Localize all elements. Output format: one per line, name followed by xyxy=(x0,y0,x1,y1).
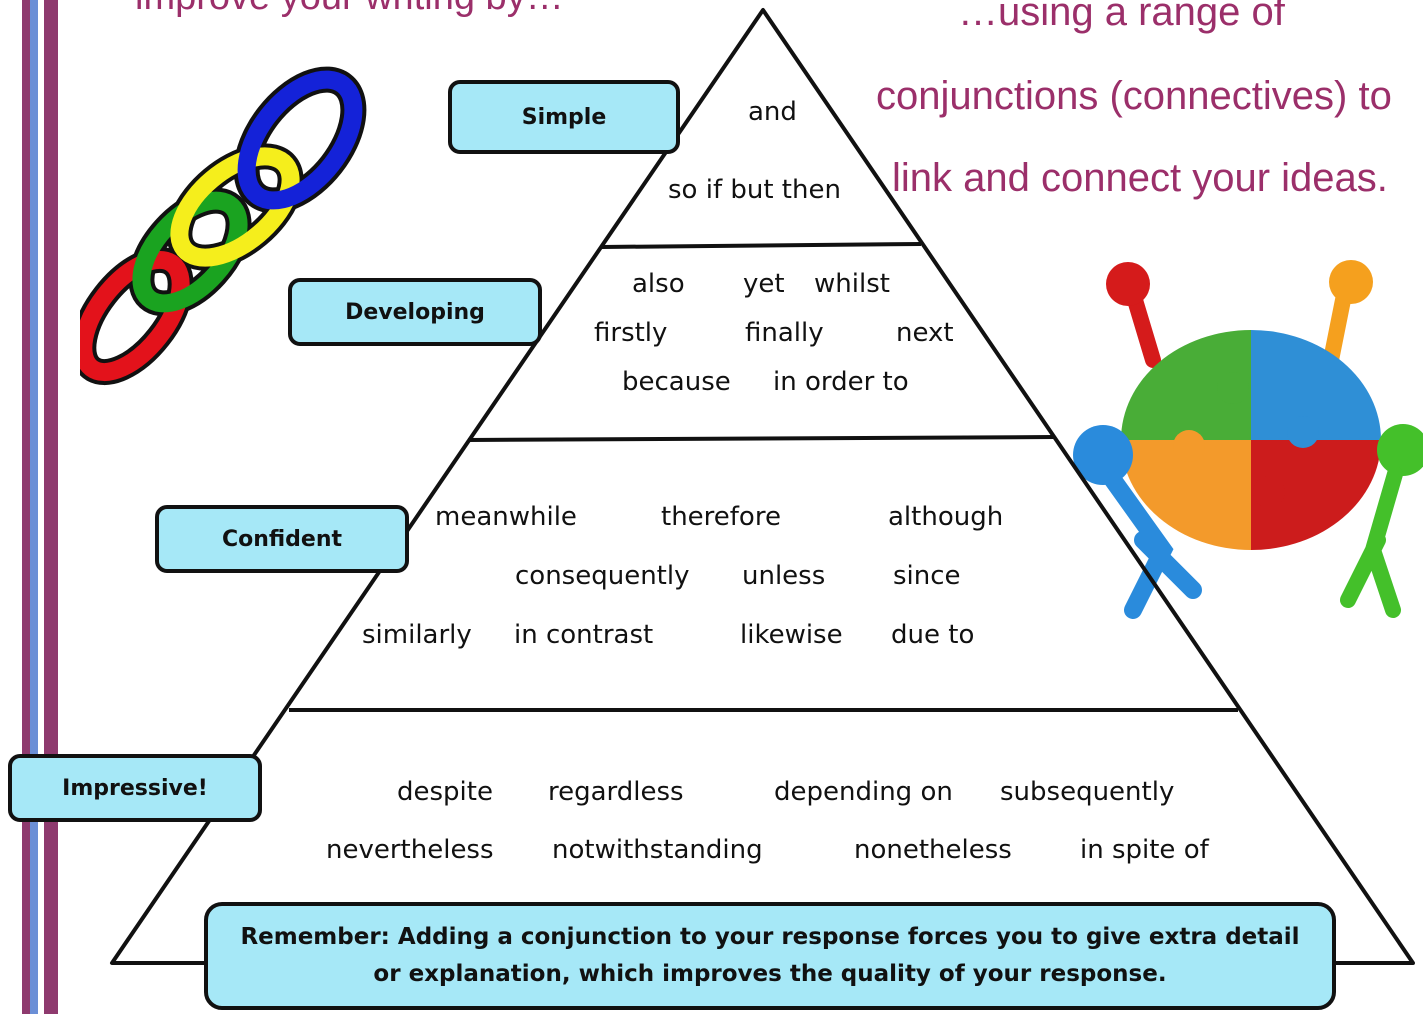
word-whilst: whilst xyxy=(814,269,890,299)
left-border-stripe-white xyxy=(38,0,44,1014)
word-also: also xyxy=(632,269,685,299)
word-notwithstanding: notwithstanding xyxy=(552,835,763,865)
pyramid-divider-2 xyxy=(467,435,1055,442)
remember-line-2: or explanation, which improves the quali… xyxy=(373,961,1167,987)
level-label-developing: Developing xyxy=(288,278,542,346)
word-depending-on: depending on xyxy=(774,777,953,807)
puzzle-people-icon xyxy=(1073,260,1423,619)
chain-links-icon xyxy=(80,66,367,386)
left-border-stripe-purple-1 xyxy=(22,0,30,1014)
word-although: although xyxy=(888,502,1004,532)
pyramid-divider-1 xyxy=(601,242,922,249)
word-next: next xyxy=(896,318,954,348)
word-firstly: firstly xyxy=(594,318,668,348)
word-therefore: therefore xyxy=(661,502,781,532)
remember-note: Remember: Adding a conjunction to your r… xyxy=(204,902,1336,1010)
word-regardless: regardless xyxy=(548,777,684,807)
level-label-simple: Simple xyxy=(448,80,680,154)
word-finally: finally xyxy=(745,318,824,348)
heading-right-2: conjunctions (connectives) to xyxy=(876,74,1392,118)
word-unless: unless xyxy=(742,561,826,591)
word-nonetheless: nonetheless xyxy=(854,835,1012,865)
word-meanwhile: meanwhile xyxy=(435,502,577,532)
word-similarly: similarly xyxy=(362,620,472,650)
word-in-spite-of: in spite of xyxy=(1080,835,1209,865)
left-border-stripe-blue xyxy=(30,0,38,1014)
word-nevertheless: nevertheless xyxy=(326,835,494,865)
word-because: because xyxy=(622,367,731,397)
word-despite: despite xyxy=(397,777,493,807)
word-so-if-but-then: so if but then xyxy=(668,175,841,205)
level-label-confident: Confident xyxy=(155,505,409,573)
word-and: and xyxy=(748,97,797,127)
pyramid-outline xyxy=(110,8,1415,965)
heading-left: improve your writing by… xyxy=(135,0,564,16)
word-yet: yet xyxy=(743,269,785,299)
word-in-order-to: in order to xyxy=(773,367,909,397)
word-since: since xyxy=(893,561,961,591)
word-in-contrast: in contrast xyxy=(514,620,654,650)
word-likewise: likewise xyxy=(740,620,843,650)
heading-right-1: …using a range of xyxy=(958,0,1285,34)
remember-line-1: Remember: Adding a conjunction to your r… xyxy=(240,924,1300,951)
word-subsequently: subsequently xyxy=(1000,777,1175,807)
heading-right-3: link and connect your ideas. xyxy=(892,156,1388,200)
word-consequently: consequently xyxy=(515,561,690,591)
word-due-to: due to xyxy=(891,620,975,650)
level-label-impressive: Impressive! xyxy=(8,754,262,822)
